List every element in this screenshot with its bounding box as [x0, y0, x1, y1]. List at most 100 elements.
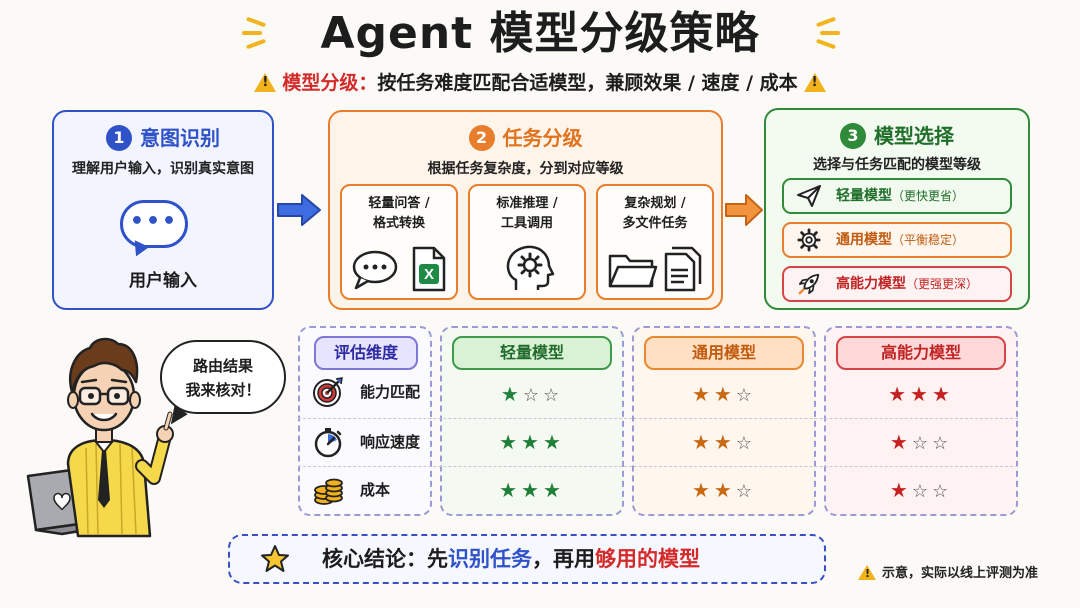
step1-number: 1	[106, 125, 132, 151]
light-model-header: 轻量模型	[452, 336, 612, 370]
arrow-right-icon	[725, 194, 763, 226]
step3-title: 模型选择	[874, 124, 954, 148]
step-intent-recognition-panel: 1 意图识别 理解用户输入，识别真实意图 ••• 用户输入	[52, 110, 274, 310]
excel-file-icon: X	[412, 246, 446, 292]
model-general-name: 通用模型	[836, 232, 892, 248]
light-model-column: 轻量模型	[440, 326, 624, 516]
star-filled-icon: ★	[499, 430, 522, 454]
star-filled-icon: ★	[521, 430, 543, 454]
dimension-header: 评估维度	[314, 336, 418, 370]
star-icon	[261, 545, 289, 572]
model-option-advanced[interactable]: 高能力模型（更强更深）	[782, 266, 1012, 302]
advanced-model-column: 高能力模型	[824, 326, 1018, 516]
star-rating-light: ★★★	[440, 476, 624, 504]
chat-icon	[352, 250, 398, 290]
star-rating-general: ★★☆	[632, 476, 816, 506]
rocket-icon	[798, 273, 820, 295]
chat-bubble-icon: •••	[120, 200, 188, 248]
tier-standard-line1: 标准推理 /	[496, 196, 558, 211]
model-option-light[interactable]: 轻量模型（更快更省）	[782, 178, 1012, 214]
step-model-selection-panel: 3 模型选择 选择与任务匹配的模型等级 轻量模型（更快更省） 通用模型（平衡稳定）	[764, 108, 1030, 310]
step1-heading: 1 意图识别	[54, 122, 272, 151]
disclaimer-note: 示意，实际以线上评测为准	[858, 563, 1038, 585]
conclusion-mid: ，再用	[532, 547, 595, 571]
speech-bubble: 路由结果 我来核对！	[160, 340, 286, 414]
row-divider	[298, 418, 1018, 419]
warning-icon	[254, 73, 277, 92]
speech-line2: 我来核对！	[185, 381, 261, 399]
dimension-column: 评估维度	[298, 326, 432, 516]
step2-heading: 2 任务分级	[330, 122, 721, 151]
star-empty-icon: ☆	[735, 433, 756, 454]
general-model-column: 通用模型	[632, 326, 816, 516]
star-rating-advanced: ★☆☆	[824, 476, 1018, 506]
coins-icon	[314, 478, 343, 505]
subtitle-text: 按任务难度匹配合适模型，兼顾效果 / 速度 / 成本	[377, 72, 798, 94]
paper-plane-icon	[797, 185, 821, 207]
star-filled-icon: ★	[889, 478, 912, 502]
star-filled-icon: ★	[691, 382, 714, 406]
general-model-header: 通用模型	[644, 336, 804, 370]
step2-title: 任务分级	[502, 126, 583, 150]
conclusion-highlight-red: 够用的模型	[595, 547, 700, 571]
star-empty-icon: ☆	[735, 481, 756, 502]
stopwatch-icon	[314, 428, 342, 458]
disclaimer-text: 示意，实际以线上评测为准	[882, 566, 1039, 581]
star-empty-icon: ☆	[911, 481, 932, 502]
conclusion-box: 核心结论：先识别任务，再用够用的模型	[228, 534, 826, 584]
tier-light-line2: 格式转换	[372, 216, 425, 231]
star-rating-advanced: ★★★	[824, 380, 1018, 408]
warning-icon	[858, 565, 876, 581]
star-rating-light: ★☆☆	[440, 380, 624, 410]
star-empty-icon: ☆	[931, 433, 953, 454]
tier-complex-card: 复杂规划 /多文件任务	[596, 184, 714, 300]
step1-title: 意图识别	[140, 126, 220, 150]
star-filled-icon: ★	[500, 382, 523, 406]
excel-letter: X	[424, 266, 434, 283]
dimension-rows: 能力匹配 响应速度 成本	[298, 326, 432, 516]
head-gear-icon	[506, 245, 555, 290]
star-empty-icon: ☆	[542, 385, 564, 406]
star-filled-icon: ★	[910, 382, 932, 406]
page-title: Agent 模型分级策略	[320, 8, 760, 59]
star-filled-icon: ★	[691, 478, 714, 502]
model-light-name: 轻量模型	[836, 188, 892, 204]
gear-icon	[797, 228, 821, 252]
star-filled-icon: ★	[889, 430, 912, 454]
star-empty-icon: ☆	[911, 433, 932, 454]
dimension-row: 响应速度	[308, 422, 428, 462]
step3-number: 3	[840, 123, 866, 149]
conclusion-prefix: 核心结论：先	[322, 547, 448, 571]
subtitle: 模型分级：按任务难度匹配合适模型，兼顾效果 / 速度 / 成本	[0, 68, 1080, 98]
star-rating-general: ★★☆	[632, 380, 816, 410]
star-filled-icon: ★	[499, 478, 522, 502]
step3-desc: 选择与任务匹配的模型等级	[813, 157, 981, 173]
star-filled-icon: ★	[713, 430, 736, 454]
star-empty-icon: ☆	[735, 385, 756, 406]
tier-light-line1: 轻量问答 /	[368, 196, 430, 211]
step1-desc: 理解用户输入，识别真实意图	[72, 161, 254, 177]
star-filled-icon: ★	[521, 478, 543, 502]
target-icon	[313, 377, 343, 407]
star-filled-icon: ★	[713, 382, 736, 406]
model-advanced-note: （更强更深）	[906, 277, 979, 291]
star-filled-icon: ★	[542, 430, 565, 454]
star-filled-icon: ★	[691, 430, 714, 454]
step2-number: 2	[468, 125, 495, 151]
subtitle-label: 模型分级：	[282, 72, 378, 94]
tier-complex-line2: 多文件任务	[622, 216, 688, 231]
star-rating-light: ★★★	[440, 428, 624, 456]
user-input-label: 用户输入	[129, 271, 197, 291]
warning-icon	[803, 73, 826, 92]
model-option-general[interactable]: 通用模型（平衡稳定）	[782, 222, 1012, 258]
model-general-note: （平衡稳定）	[892, 233, 965, 247]
folder-icon	[608, 254, 658, 288]
advanced-model-header: 高能力模型	[836, 336, 1006, 370]
star-filled-icon: ★	[888, 382, 911, 406]
conclusion-highlight-blue: 识别任务	[448, 547, 532, 571]
model-light-note: （更快更省）	[892, 189, 965, 203]
star-filled-icon: ★	[713, 478, 736, 502]
row-divider	[298, 466, 1018, 467]
model-advanced-name: 高能力模型	[836, 276, 906, 292]
dimension-row: 能力匹配	[308, 372, 428, 412]
